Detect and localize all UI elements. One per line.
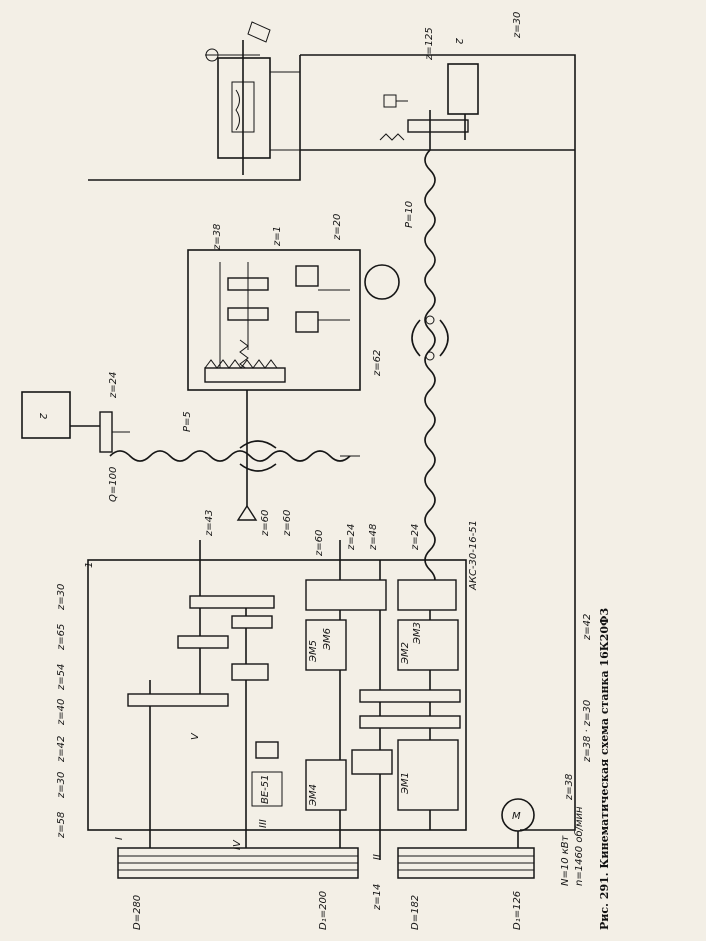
apron-box [187,249,400,521]
shaft-labels: I II III IV V [114,732,383,860]
ball-screw-label: АКС-30-16-51 [468,520,479,591]
motor-2-left-label: 2 [37,413,48,419]
pulley-d1-200: D₁=200 [318,891,329,930]
shaft-v: V [190,732,201,740]
gear-z24-a: z=24 [346,524,357,551]
motor-power: N=10 кВт [560,834,571,886]
x-axis-feed-motor: 2 [21,391,130,453]
box-number: 1 [84,562,95,568]
clutch-em5: ЭМ5 [308,640,319,663]
gear-z14: z=14 [372,884,383,911]
clutch-em6: ЭМ6 [322,628,333,651]
shaft-ii: II [372,854,383,860]
gear-z30-top: z=30 [512,12,523,39]
figure-caption: Рис. 291. Кинематическая схема станка 16… [598,608,611,930]
clutch-em1: ЭМ1 [400,772,411,795]
belt-drives: M [117,798,535,879]
gear-z42-b: z=42 [582,614,593,641]
pulley-labels: D=280 D₁=200 D=182 D₁=126 [132,891,523,930]
gear-z38-b: z=38 [564,774,575,801]
gear-z24-feed: z=24 [108,372,119,399]
pulley-d182: D=182 [410,895,421,930]
gearbox: ЭМ1 ЭМ2 ЭМ3 ЭМ4 ЭМ5 ЭМ6 ВЕ-51 1 АКС-30-1… [84,520,479,860]
gear-z38-z30: z=38 · z=30 [582,700,593,763]
gear-z43: z=43 [204,510,215,537]
tool-turret [205,21,300,175]
screw-p5: P=5 [182,411,193,432]
gear-z60-c: z=60 [314,530,325,557]
shaft-i: I [114,837,125,840]
clutch-em2: ЭМ2 [400,642,411,665]
gear-q100: Q=100 [108,467,119,502]
gear-z60-b: z=60 [282,510,293,537]
gear-z65: z=65 [56,624,67,651]
cross-feed-screw [109,440,360,472]
gear-z40: z=40 [56,699,67,726]
pulley-d280: D=280 [132,895,143,930]
main-motor-symbol: M [512,811,521,822]
clutch-em3: ЭМ3 [412,622,423,645]
z-axis-feed-motor: 2 [379,38,479,150]
frame-lines [88,54,576,831]
gear-z20: z=20 [332,214,343,241]
clutch-em4: ЭМ4 [308,784,319,807]
shaft-iii: III [258,819,269,828]
gear-z58: z=58 [56,812,67,839]
gear-z1: z=1 [272,226,283,247]
pulley-d1-126: D₁=126 [512,891,523,930]
gear-z125: z=125 [424,27,435,61]
motor-2-top-label: 2 [453,38,464,44]
gear-z54: z=54 [56,664,67,691]
gear-z48: z=48 [368,524,379,551]
gear-z30-b: z=30 [56,772,67,799]
motor-specs: N=10 кВт n=1460 об/мин [560,806,585,886]
gear-z62: z=62 [372,350,383,377]
gear-z42-a: z=42 [56,736,67,763]
shaft-iv: IV [232,839,243,850]
gear-z30-box: z=30 [56,584,67,611]
gear-labels: z=125 z=30 z=38 z=1 z=20 z=62 z=24 Q=100… [56,12,593,911]
gear-z60-a: z=60 [260,510,271,537]
sensor-label: ВЕ-51 [260,774,271,804]
gear-z24-b: z=24 [410,524,421,551]
motor-speed: n=1460 об/мин [573,806,585,886]
gear-z38-carriage: z=38 [212,224,223,251]
screw-p10: P=10 [404,201,415,228]
